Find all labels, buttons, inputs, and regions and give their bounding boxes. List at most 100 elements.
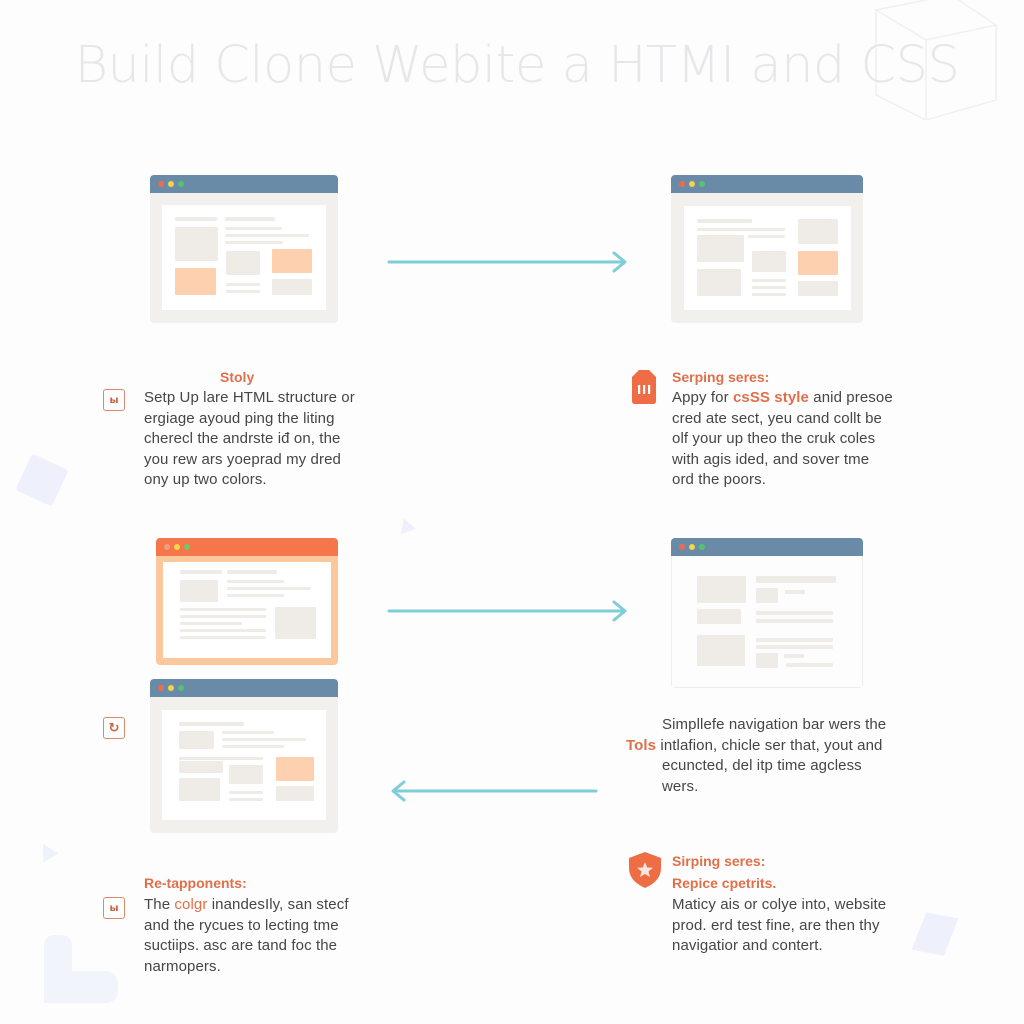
minimize-dot-icon — [174, 544, 180, 550]
wireframe-cube-decoration — [873, 0, 998, 120]
diamond-decoration — [15, 453, 69, 507]
body-text: anid presoe — [809, 389, 893, 406]
close-dot-icon — [158, 685, 164, 691]
placeholder-line — [225, 227, 282, 230]
placeholder-line — [697, 228, 785, 231]
browser-frame — [671, 556, 863, 688]
highlight-block — [798, 251, 838, 275]
placeholder-line — [226, 283, 260, 286]
body-line: ony up two colors. — [144, 471, 267, 488]
placeholder-line — [785, 590, 805, 594]
l-shape-decoration — [44, 935, 118, 1003]
body-text: intlafion, chicle ser that, yout and — [660, 736, 883, 754]
step-subheading: Repice cpetrits. — [672, 875, 777, 891]
code-box-icon: ы — [103, 389, 125, 411]
placeholder-block — [275, 607, 316, 639]
code-box-icon: ы — [103, 897, 125, 919]
triangle-decoration-left — [35, 839, 59, 863]
body-line: ord the poors. — [672, 471, 766, 488]
body-text: Appy for — [672, 389, 733, 406]
step-heading: Sirping seres: — [672, 853, 766, 869]
highlight-text: csSS style — [732, 389, 809, 406]
placeholder-line — [229, 791, 263, 794]
step-heading: Serping seres: — [672, 369, 770, 385]
maximize-dot-icon — [178, 181, 184, 187]
browser-frame — [156, 556, 338, 665]
browser-mockup-3 — [156, 538, 338, 665]
arrow-right-icon — [387, 251, 627, 273]
tools-label: Tols — [626, 736, 657, 754]
placeholder-block — [276, 786, 314, 801]
body-line: cred ate sect, yeu cand collt be — [672, 409, 882, 427]
placeholder-line — [180, 636, 266, 639]
placeholder-line — [756, 619, 833, 623]
minimize-dot-icon — [689, 544, 695, 550]
browser-mockup-4 — [671, 538, 863, 688]
placeholder-line — [222, 738, 306, 741]
body-line: Simpllefe navigation bar wers the — [662, 716, 887, 733]
placeholder-line — [225, 234, 309, 237]
maximize-dot-icon — [699, 544, 705, 550]
body-line: cherecl the andrste iđ on, the — [144, 430, 341, 447]
placeholder-line — [752, 293, 786, 296]
placeholder-line — [227, 580, 284, 583]
refresh-box-icon: ↻ — [103, 717, 125, 739]
placeholder-line — [225, 241, 283, 244]
placeholder-block — [226, 251, 260, 275]
body-line: Setp Up lare HTML structure or — [144, 389, 355, 406]
highlight-block — [272, 249, 312, 273]
step-1-text: Stoly Setp Up lare HTML structure or erg… — [144, 368, 384, 491]
placeholder-block — [756, 653, 778, 668]
page-content — [162, 205, 326, 310]
body-line: prod. erd test fine, are then thy — [672, 916, 880, 934]
step-body: The colgr inandesIly, san stecf and the … — [144, 895, 384, 977]
placeholder-line — [225, 217, 275, 221]
placeholder-line — [756, 576, 836, 583]
step-5-text: Sirping seres: Repice cpetrits. Maticy a… — [672, 852, 932, 957]
maximize-dot-icon — [178, 685, 184, 691]
placeholder-line — [179, 722, 244, 726]
shield-star-icon — [629, 852, 661, 888]
step-4-text: Re-tapponents: The colgr inandesIly, san… — [144, 874, 384, 977]
placeholder-line — [227, 594, 284, 597]
placeholder-line — [179, 757, 263, 760]
arrow-right-icon — [387, 600, 627, 622]
placeholder-line — [784, 654, 804, 658]
placeholder-line — [752, 286, 786, 289]
placeholder-line — [748, 235, 785, 238]
placeholder-line — [752, 279, 786, 282]
step-body: Setp Up lare HTML structure or ergiage a… — [144, 388, 384, 491]
placeholder-line — [180, 629, 266, 632]
page-title: Build Clone Webite a HTMI and CSS — [74, 36, 960, 95]
step-body: Maticy ais or colye into, website prod. … — [672, 895, 932, 957]
placeholder-block — [697, 576, 746, 603]
placeholder-line — [226, 290, 260, 293]
placeholder-block — [697, 635, 745, 666]
step-body: Appy for csSS style anid presoe cred ate… — [672, 388, 922, 491]
icon-glyph: ы — [109, 394, 119, 406]
browser-titlebar — [671, 175, 863, 193]
placeholder-line — [175, 217, 217, 221]
placeholder-block — [179, 731, 214, 749]
body-line: and the rycues to lecting tme — [144, 916, 339, 934]
placeholder-block — [229, 765, 263, 784]
maximize-dot-icon — [699, 181, 705, 187]
body-line: you rew ars yoeprad my dred — [144, 450, 341, 468]
placeholder-line — [697, 219, 752, 223]
highlight-block — [175, 268, 216, 295]
body-line: ecuncted, del itp time agcless — [662, 757, 862, 774]
close-dot-icon — [679, 181, 685, 187]
body-line: ergiage ayoud ping the liting — [144, 409, 335, 427]
browser-mockup-1 — [150, 175, 338, 323]
browser-mockup-2 — [671, 175, 863, 323]
page-content — [162, 710, 326, 820]
highlight-text: colgr — [174, 896, 208, 913]
step-2-text: Serping seres: Appy for csSS style anid … — [672, 368, 922, 491]
placeholder-line — [756, 645, 833, 649]
icon-glyph: ы — [109, 902, 119, 914]
browser-titlebar — [150, 679, 338, 697]
placeholder-line — [180, 615, 266, 618]
sim-card-icon — [632, 370, 656, 404]
placeholder-block — [798, 219, 838, 244]
placeholder-block — [697, 269, 741, 296]
